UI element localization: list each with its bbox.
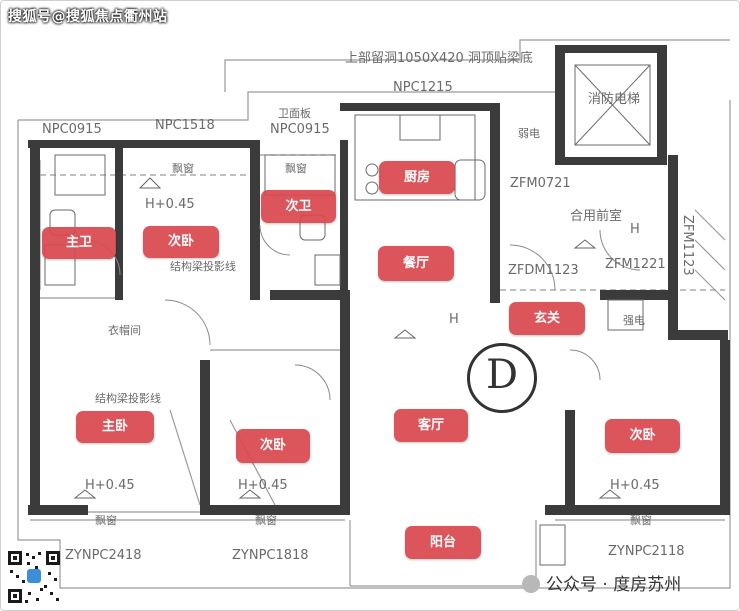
room-label-kitchen: 厨房 [379, 161, 455, 194]
room-label-dining: 餐厅 [378, 246, 454, 281]
room-label-balcony: 阳台 [405, 526, 481, 559]
room-label-second-bath: 次卫 [261, 190, 336, 223]
annotation-bay-window-5: 飘窗 [630, 514, 652, 527]
room-label-bedroom-nw: 次卧 [143, 226, 219, 258]
room-label-master-bath: 主卫 [42, 227, 116, 259]
annotation-h-living: H [449, 312, 459, 327]
annotation-zynpc1818: ZYNPC1818 [232, 548, 309, 563]
watermark-text: 搜狐号@搜狐焦点衢州站 [8, 9, 168, 25]
annotation-h045-sw: H+0.45 [85, 478, 135, 493]
annotation-zfm1221: ZFM1221 [605, 257, 666, 272]
annotation-npc0915-left: NPC0915 [42, 122, 102, 137]
annotation-weak-elec: 强电 [623, 314, 645, 327]
annotation-bay-window-3: 飘窗 [95, 514, 117, 527]
room-label-bedroom-south: 次卧 [236, 429, 310, 463]
footer-brand-text: 公众号 · 度房苏州 [546, 575, 682, 595]
annotation-zfdm1123: ZFDM1123 [508, 263, 579, 278]
annotation-h045-se: H+0.45 [610, 478, 660, 493]
annotation-bay-window-4: 飘窗 [255, 514, 277, 527]
annotation-beam-line-1: 结构梁投影线 [170, 260, 236, 273]
annotation-npc0915-right: NPC0915 [270, 122, 330, 137]
annotation-bay-window-2: 飘窗 [285, 162, 307, 175]
annotation-beam-line-2: 结构梁投影线 [95, 392, 161, 405]
room-label-master-bedroom: 主卧 [76, 411, 154, 443]
annotation-sanitary-note: 卫面板 [278, 107, 311, 120]
annotation-zynpc2118: ZYNPC2118 [608, 544, 685, 559]
annotation-shared-front-room: 合用前室 [570, 209, 623, 224]
room-label-living-room: 客厅 [394, 409, 468, 442]
annotation-beam-top: 上部留洞1050X420 洞顶贴梁底 [345, 51, 533, 66]
annotation-h045-s: H+0.45 [238, 478, 288, 493]
annotation-h-front: H [630, 222, 640, 237]
room-label-bedroom-east: 次卧 [605, 419, 680, 453]
annotation-fire-lift: 消防电梯 [588, 92, 641, 107]
plan-type-label: D [485, 352, 519, 398]
annotation-bay-window-1: 飘窗 [172, 162, 194, 175]
annotation-npc1215: NPC1215 [393, 80, 453, 95]
annotation-npc1518: NPC1518 [155, 118, 215, 133]
annotation-closet: 衣帽间 [108, 324, 141, 337]
wechat-icon [522, 575, 540, 593]
annotation-h045-nw: H+0.45 [145, 197, 195, 212]
annotation-zynpc2418: ZYNPC2418 [65, 548, 142, 563]
footer-brand: 公众号 · 度房苏州 [522, 570, 681, 595]
room-label-foyer: 玄关 [509, 302, 585, 335]
annotation-zfm1123: ZFM1123 [680, 215, 695, 276]
annotation-fire-elec: 弱电 [518, 127, 540, 140]
plan-type-compass: D [467, 343, 537, 413]
annotation-zfm0721: ZFM0721 [510, 176, 571, 191]
